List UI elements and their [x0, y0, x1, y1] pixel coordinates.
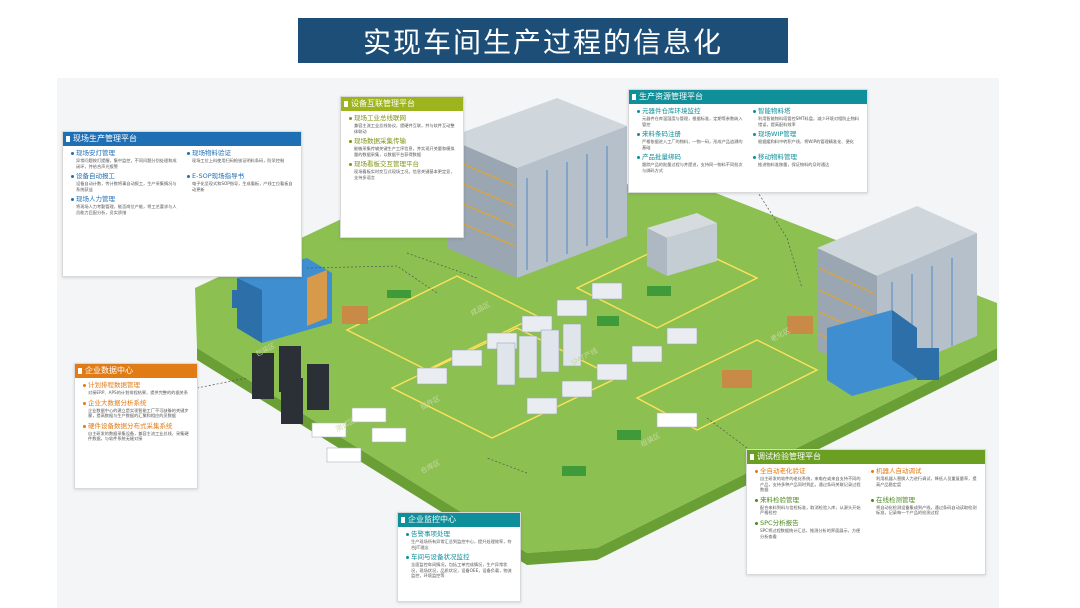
- plants: [387, 286, 671, 476]
- truck-left: [232, 258, 332, 343]
- server-racks: [252, 346, 329, 424]
- connector-lines: [196, 190, 803, 474]
- panel-title: 现场生产管理平台: [63, 132, 301, 146]
- panel-enterprise: 企业数据中心 计划排程数据管理对接ERP、APS的计划排程结果，提供完整的的据关…: [74, 363, 198, 489]
- panel-item: 移动物料管理推进物料准移量，保证物料的及时通达: [753, 153, 861, 173]
- panel-item: 计划排程数据管理对接ERP、APS的计划排程结果，提供完整的的据关系: [83, 381, 191, 396]
- panel-item: 告警事项处理生产现场所有异常汇总到监控中心，提升处理效率，符合JIT理念: [406, 530, 514, 550]
- panel-item: 全自动老化验证自主研发的软件的老化系统，来电在或来自支持不同的产品，支持多种产品…: [755, 467, 863, 493]
- aging-room: [647, 213, 717, 276]
- pallets: [342, 306, 813, 388]
- reflow-ovens: [496, 323, 582, 386]
- panel-item: 在线检测管理将自动化检测设备集成到产线，通过条码自动读取检测标准，记录每一个产品…: [871, 496, 979, 516]
- panel-item: 现场工业总线联网兼容主流工业总线协议，提硬件互联，并与软件互动整体联动: [349, 114, 457, 134]
- panel-title: 企业监控中心: [398, 513, 520, 527]
- factory-floor-illustration: [195, 98, 997, 565]
- panel-item: 现场数据采集传输能敏采集传输关键生产工序信息，并实现开关量和模拟量的数据采集，以…: [349, 137, 457, 157]
- panel-item: 企业大数据分析系统企业数据中心的建立是实现智能工厂不可缺躲的关键步骤，提高数据与…: [83, 399, 191, 419]
- truck-right: [827, 310, 939, 396]
- panel-item: 来料检验管理配合来料到料与信检标准，取消检验入库，从源头开始严格检控: [755, 496, 863, 516]
- panel-item: 现场安灯管理异常问题按灯提醒，集中监控，不同问题分别处理和成闭环，并给合声光报警: [71, 149, 179, 169]
- panel-item: 现场人力管理将现场人力考勤管理，能否岗位产能，将工艺要求与人员能力匹配分析，员实…: [71, 195, 179, 215]
- panel-item: 机器人自动调试利用机器人替换人力进行调试，降低人员重复量率，提高产品稳定度: [871, 467, 979, 493]
- panel-item: 产品批量绑码跟踪产品的批量过程与并提进，支持同一物料不同批次与绑码方式: [637, 153, 745, 173]
- panel-item: 设备自动报工设备自动计数，传计数将事自动报工，生产采集情况与系统获益: [71, 172, 179, 192]
- panel-item: E-SOP现场指导书电子化呈现式和SOP指导，生成看板，产线工位看板自动更新: [187, 172, 295, 192]
- office-desks: [311, 407, 698, 463]
- warehouse-rack-left: [447, 98, 627, 278]
- panel-title: 设备互联管理平台: [341, 97, 463, 111]
- panel-item: 车间与设备状况监控全面监控车间情况，包括工单完成情况，生产异常状况，现场状况，品…: [406, 553, 514, 579]
- panel-test: 调试检验管理平台 全自动老化验证自主研发的软件的老化系统，来电在或来自支持不同的…: [746, 449, 986, 575]
- panel-item: 硬件设备数据分布式采集系统自主研发的数据采集设备，兼容主流工业总线，采集硬件数据…: [83, 422, 191, 442]
- panel-iot: 设备互联管理平台 现场工业总线联网兼容主流工业总线协议，提硬件互联，并与软件互动…: [340, 96, 464, 238]
- panel-item: 现场WIP管理根据缓和料中转积产线，将WIP的管理精准化、便化: [753, 130, 861, 150]
- panel-resource: 生产资源管理平台 元器件仓库环境监控元器件仓库温湿度与管理，根据标准，定期等参数…: [628, 89, 868, 193]
- panel-monitor: 企业监控中心 告警事项处理生产现场所有异常汇总到监控中心，提升处理效率，符合JI…: [397, 512, 521, 602]
- panel-item: 智能物料塔利用智能物料塔管控SMT料盘，减少环境对相防止物料错误，提高配料效率: [753, 107, 861, 127]
- panel-item: 现场看板交互管理平台现场看板实时交互式现场工况，信息关键基本更定显，支持多语言: [349, 160, 457, 180]
- panel-item: 元器件仓库环境监控元器件仓库温湿度与管理，根据标准，定期等参数纳入管控: [637, 107, 745, 127]
- panel-item: 来料条码注册严格依据进入工厂的物料，一物一码，形成产品追溯的基础: [637, 130, 745, 150]
- panel-title: 调试检验管理平台: [747, 450, 985, 464]
- panel-title: 生产资源管理平台: [629, 90, 867, 104]
- page-title: 实现车间生产过程的信息化: [298, 18, 788, 63]
- panel-shop-floor: 现场生产管理平台 现场安灯管理异常问题按灯提醒，集中监控，不同问题分别处理和成闭…: [62, 131, 302, 277]
- panel-title: 企业数据中心: [75, 364, 197, 378]
- panel-item: 现场物料验证现场工位上料使用扫码枪核证明料条码，防呆控制: [187, 149, 295, 169]
